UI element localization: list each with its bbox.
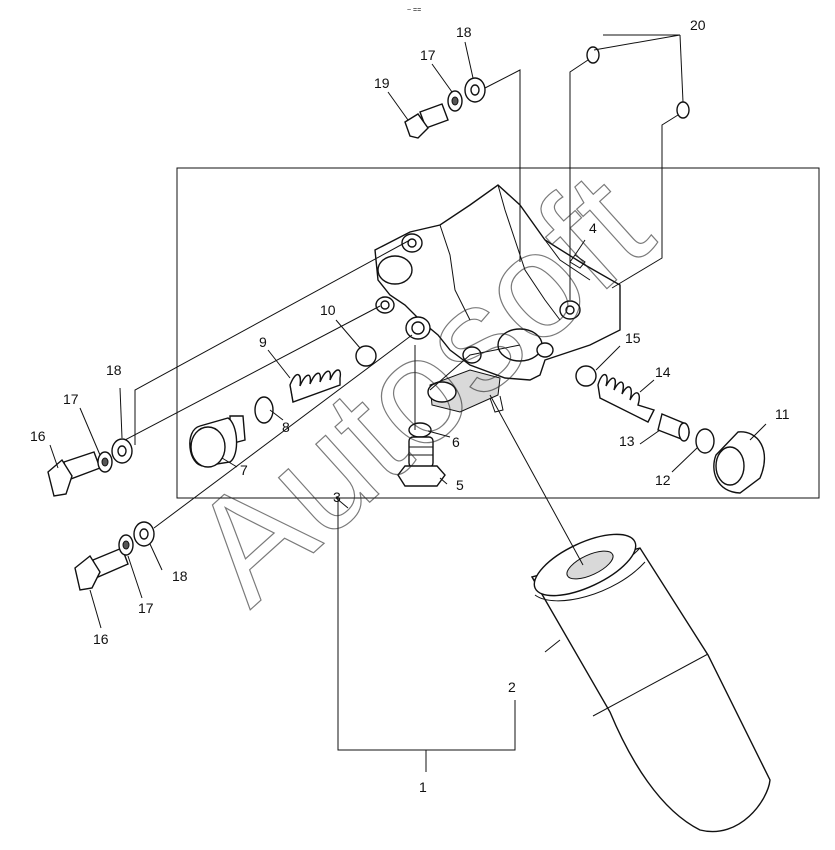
- plug-5: [397, 436, 446, 487]
- callout-7: 7: [240, 462, 248, 478]
- callout-20: 20: [690, 17, 706, 33]
- callout-16-upper: 16: [30, 428, 46, 444]
- callout-17-top: 17: [420, 47, 436, 63]
- callout-4: 4: [589, 220, 597, 236]
- bolt-16-upper: [47, 451, 101, 497]
- callout-9: 9: [259, 334, 267, 350]
- filter-cartridge: [530, 533, 771, 833]
- ball-15: [575, 365, 597, 387]
- lock-washer-17-lower: [118, 534, 134, 556]
- spring-9: [289, 369, 342, 403]
- filter-head-housing: [374, 184, 621, 413]
- bolt-19: [404, 103, 449, 139]
- assembly-frame: [176, 167, 820, 499]
- ball-10: [355, 345, 377, 367]
- o-ring-12: [695, 428, 715, 454]
- callout-12: 12: [655, 472, 671, 488]
- callout-18-upper: 18: [106, 362, 122, 378]
- washer-18-upper: [111, 438, 133, 464]
- callout-3: 3: [333, 489, 341, 505]
- plug-7: [189, 415, 246, 468]
- callout-15: 15: [625, 330, 641, 346]
- callout-10: 10: [320, 302, 336, 318]
- callout-11: 11: [775, 406, 790, 422]
- callout-6: 6: [452, 434, 460, 450]
- callout-17-lower: 17: [138, 600, 154, 616]
- callout-2: 2: [508, 679, 516, 695]
- top-mark: ~ ==: [407, 7, 421, 14]
- callout-19: 19: [374, 75, 390, 91]
- callout-17-upper: 17: [63, 391, 79, 407]
- callout-13: 13: [619, 433, 635, 449]
- callout-5: 5: [456, 477, 464, 493]
- spring-14: [597, 373, 655, 423]
- callout-18-top: 18: [456, 24, 472, 40]
- plug-11: [713, 431, 766, 494]
- lock-washer-17-upper: [97, 451, 113, 473]
- piston-13: [657, 413, 690, 442]
- lock-washer-17-top: [447, 90, 463, 112]
- o-ring-20-upper: [586, 46, 600, 64]
- callout-8: 8: [282, 419, 290, 435]
- assembly-lines: [49, 34, 767, 772]
- washer-18-lower: [133, 521, 155, 547]
- callout-16-lower: 16: [93, 631, 109, 647]
- bolt-16-lower: [74, 547, 129, 591]
- callouts: 1 2 3 4 5 6 7 8 9 10 11 12 13 14 15 16 1…: [30, 17, 790, 795]
- callout-14: 14: [655, 364, 671, 380]
- o-ring-8: [254, 396, 274, 424]
- callout-1: 1: [419, 779, 427, 795]
- callout-18-lower: 18: [172, 568, 188, 584]
- washer-18-top: [464, 77, 486, 103]
- o-ring-20-lower: [676, 101, 690, 119]
